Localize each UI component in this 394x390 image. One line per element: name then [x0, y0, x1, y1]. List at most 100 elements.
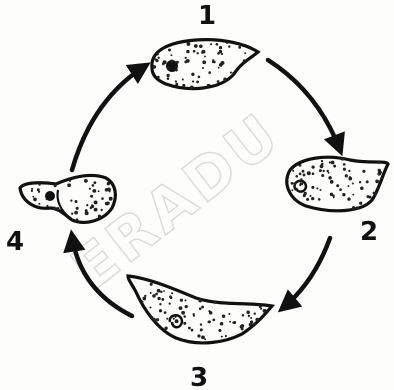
speckle-dot: [208, 310, 210, 312]
speckle-dot: [352, 194, 354, 196]
speckle-dot: [166, 74, 169, 77]
speckle-dot: [92, 189, 96, 193]
speckle-dot: [375, 180, 379, 184]
speckle-dot: [221, 336, 223, 338]
speckle-dot: [46, 205, 48, 207]
speckle-dot: [191, 329, 194, 332]
speckle-dot: [222, 314, 225, 317]
speckle-dot: [360, 187, 364, 191]
speckle-dot: [303, 173, 306, 176]
speckle-dot: [169, 302, 171, 304]
stage-label-2: 2: [360, 217, 378, 247]
speckle-dot: [244, 52, 246, 54]
arrow-4-to-1: [72, 66, 145, 170]
speckle-dot: [155, 58, 157, 60]
speckle-dot: [154, 66, 156, 68]
speckle-dot: [158, 57, 160, 59]
speckle-dot: [105, 188, 108, 191]
speckle-dot: [101, 197, 104, 200]
speckle-dot: [223, 77, 227, 81]
speckle-dot: [198, 298, 202, 302]
speckle-dot: [259, 305, 262, 308]
speckle-dot: [295, 175, 298, 178]
speckle-dot: [368, 196, 371, 199]
speckle-dot: [347, 197, 350, 200]
speckle-dot: [149, 306, 151, 308]
speckle-dot: [157, 289, 161, 293]
speckle-dot: [345, 174, 348, 177]
speckle-dot: [94, 200, 98, 204]
speckle-dot: [311, 197, 314, 200]
speckle-dot: [217, 80, 220, 83]
speckle-dot: [328, 176, 332, 180]
speckle-dot: [193, 50, 196, 53]
speckle-dot: [366, 180, 369, 183]
speckle-dot: [155, 293, 158, 296]
speckle-dot: [255, 318, 259, 322]
speckle-dot: [53, 206, 56, 209]
speckle-dot: [250, 317, 252, 319]
speckle-dot: [32, 196, 34, 198]
speckle-dot: [170, 59, 173, 62]
speckle-dot: [343, 168, 346, 171]
speckle-dot: [197, 334, 200, 337]
speckle-dot: [159, 309, 162, 312]
speckle-dot: [230, 72, 232, 74]
speckle-dot: [181, 311, 185, 315]
speckle-dot: [299, 173, 302, 176]
speckle-dot: [180, 299, 183, 302]
speckle-dot: [291, 182, 294, 185]
speckle-dot: [342, 193, 345, 196]
speckle-dot: [263, 309, 267, 313]
speckle-dot: [185, 57, 187, 59]
speckle-dot: [210, 43, 212, 45]
speckle-dot: [306, 198, 309, 201]
speckle-dot: [225, 335, 227, 337]
speckle-dot: [164, 327, 167, 330]
speckle-dot: [184, 299, 186, 301]
speckle-dot: [348, 170, 350, 172]
speckle-dot: [329, 161, 331, 163]
speckle-dot: [212, 319, 215, 322]
speckle-dot: [156, 53, 159, 56]
speckle-dot: [238, 46, 241, 49]
speckle-dot: [152, 294, 156, 298]
speckle-dot: [90, 195, 93, 198]
speckle-dot: [299, 180, 302, 183]
speckle-dot: [341, 157, 345, 161]
speckle-dot: [291, 189, 293, 191]
speckle-dot: [186, 42, 190, 46]
speckle-dot: [331, 161, 335, 165]
speckle-dot: [105, 202, 108, 205]
speckle-dot: [243, 59, 246, 62]
speckle-dot: [38, 184, 40, 186]
speckle-dot: [216, 43, 219, 46]
speckle-dot: [196, 81, 199, 84]
speckle-dot: [352, 206, 356, 210]
speckle-dot: [304, 192, 307, 195]
speckle-dot: [109, 190, 111, 192]
speckle-dot: [229, 321, 231, 323]
speckle-dot: [162, 63, 165, 66]
speckle-dot: [321, 174, 324, 177]
speckle-dot: [378, 169, 381, 172]
speckle-dot: [323, 170, 325, 172]
speckle-dot: [98, 190, 100, 192]
speckle-dot: [232, 322, 234, 324]
speckle-dot: [326, 170, 328, 172]
speckle-dot: [214, 301, 217, 304]
speckle-dot: [109, 197, 113, 201]
speckle-dot: [218, 67, 220, 69]
speckle-dot: [192, 80, 194, 82]
speckle-dot: [250, 320, 253, 323]
speckle-dot: [208, 320, 211, 323]
speckle-dot: [199, 45, 203, 49]
speckle-dot: [167, 67, 170, 70]
speckle-dot: [54, 184, 57, 187]
speckle-dot: [157, 297, 160, 300]
speckle-dot: [199, 307, 202, 310]
speckle-dot: [150, 292, 152, 294]
speckle-dot: [183, 322, 186, 325]
stage-label-4: 4: [6, 227, 24, 257]
speckle-dot: [208, 84, 210, 86]
